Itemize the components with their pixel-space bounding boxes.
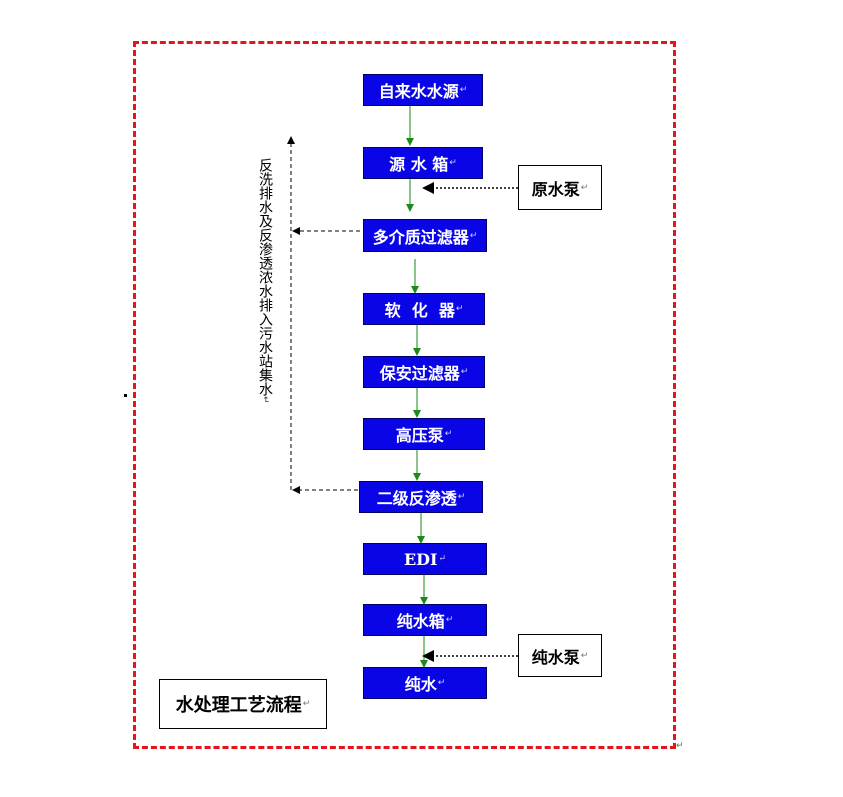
step-label: 自来水水源 <box>378 82 459 101</box>
step-softener: 软 化 器↵ <box>363 293 485 325</box>
raw-water-pump-box: 原水泵↵ <box>518 165 602 210</box>
step-pure-water-tank: 纯水箱↵ <box>363 604 487 636</box>
pump-label: 原水泵 <box>531 179 580 199</box>
paragraph-mark: ↵ <box>460 367 469 377</box>
step-pure-water: 纯水↵ <box>363 667 487 699</box>
step-multimedia-filter: 多介质过滤器↵ <box>363 219 487 252</box>
paragraph-mark: ↵ <box>469 230 478 241</box>
anchor-dot <box>124 394 127 397</box>
side-label-text: 反洗排水及反渗透浓水排入污水站集水 <box>257 158 273 396</box>
paragraph-mark: ↵ <box>449 158 457 168</box>
step-label: 纯水箱 <box>396 612 445 631</box>
paragraph-mark: ↵ <box>438 554 447 564</box>
paragraph-mark: ↵ <box>580 650 589 661</box>
drain-side-label: 反洗排水及反渗透浓水排入污水站集水↵ <box>254 158 273 404</box>
pure-water-pump-box: 纯水泵↵ <box>518 634 602 677</box>
step-label: EDI <box>403 549 438 569</box>
step-label: 高压泵 <box>395 426 444 445</box>
step-label: 保安过滤器 <box>379 364 460 383</box>
paragraph-mark: ↵ <box>457 492 466 502</box>
step-label: 软 化 器 <box>384 301 455 320</box>
paragraph-mark: ↵ <box>260 396 270 404</box>
step-label: 源 水 箱 <box>389 155 449 174</box>
paragraph-mark: ↵ <box>459 85 468 95</box>
paragraph-mark: ↵ <box>455 304 464 314</box>
paragraph-mark: ↵ <box>444 429 453 439</box>
pump-label: 纯水泵 <box>531 647 580 667</box>
paragraph-mark: ↵ <box>445 615 454 625</box>
step-label: 二级反渗透 <box>376 489 457 508</box>
paragraph-mark: ↵ <box>437 678 446 688</box>
step-two-stage-ro: 二级反渗透↵ <box>359 481 483 513</box>
paragraph-mark: ↵ <box>302 699 311 709</box>
step-security-filter: 保安过滤器↵ <box>363 356 485 388</box>
step-label: 多介质过滤器 <box>372 227 469 247</box>
diagram-frame <box>133 41 676 749</box>
diagram-title-box: 水处理工艺流程↵ <box>159 679 327 729</box>
step-edi: EDI↵ <box>363 543 487 575</box>
end-paragraph-mark: ↵ <box>676 741 684 751</box>
paragraph-mark: ↵ <box>580 182 589 193</box>
step-raw-water-tank: 源 水 箱↵ <box>363 147 483 179</box>
step-tap-water-source: 自来水水源↵ <box>363 74 483 106</box>
diagram-title: 水处理工艺流程 <box>175 695 302 716</box>
step-high-pressure-pump: 高压泵↵ <box>363 418 485 450</box>
step-label: 纯水 <box>404 675 437 694</box>
